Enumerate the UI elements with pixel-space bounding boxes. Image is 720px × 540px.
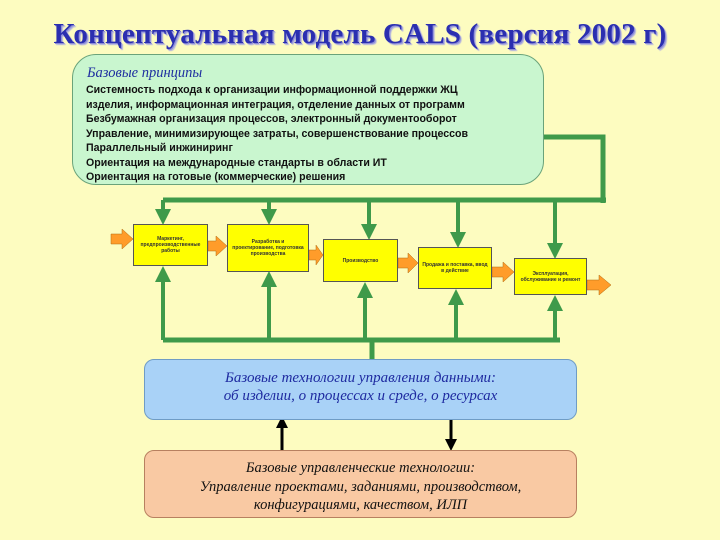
stage-sales: Продажа и поставка, ввод в действие	[418, 247, 492, 289]
principle-item: Ориентация на готовые (коммерческие) реш…	[86, 171, 346, 183]
stage-design: Разработка и проектирование, подготовка …	[227, 224, 309, 272]
principle-item: изделия, информационная интеграция, отде…	[86, 98, 465, 111]
stage-label: Производство	[342, 257, 379, 264]
principle-item: Безбумажная организация процессов, элект…	[86, 113, 457, 125]
principles-list: Системность подхода к организации информ…	[86, 83, 468, 185]
principle-item: Системность подхода к организации информ…	[86, 84, 458, 96]
stage-production: Производство	[323, 239, 398, 282]
principle-item: Ориентация на международные стандарты в …	[86, 156, 387, 169]
stage-marketing: Маркетинг, предпроизводственные работы	[133, 224, 208, 266]
principles-heading: Базовые принципы	[87, 65, 203, 81]
process-arrow-5	[491, 261, 515, 283]
process-arrow-2	[207, 235, 228, 257]
stage-label: Эксплуатация, обслуживание и ремонт	[520, 270, 581, 283]
page-title: Концептуальная модель CALS (версия 2002 …	[53, 18, 667, 50]
principles-box: Базовые принципы Системность подхода к о…	[72, 54, 544, 185]
process-arrow-3	[308, 244, 324, 266]
process-arrow-4	[397, 252, 419, 274]
mgmt-tech-line: конфигурациями, качеством, ИЛП	[253, 497, 468, 513]
principle-item: Управление, минимизирующее затраты, сове…	[86, 127, 469, 140]
principle-item: Параллельный инжиниринг	[86, 142, 233, 154]
process-arrow-1	[110, 228, 134, 250]
stage-label: Разработка и проектирование, подготовка …	[232, 239, 304, 257]
stage-operation: Эксплуатация, обслуживание и ремонт	[514, 258, 587, 295]
mgmt-tech-line: Базовые управленческие технологии:	[245, 460, 476, 476]
stage-label: Продажа и поставка, ввод в действие	[422, 262, 488, 274]
data-tech-line: Базовые технологии управления данными:	[224, 370, 497, 386]
data-tech-line: об изделии, о процессах и среде, о ресур…	[223, 388, 498, 404]
management-tech-box: Базовые управленческие технологии: Управ…	[144, 450, 577, 518]
mgmt-tech-line: Управление проектами, заданиями, произво…	[199, 478, 522, 495]
stage-label: Маркетинг, предпроизводственные работы	[140, 236, 201, 254]
process-arrow-6	[586, 274, 612, 296]
principles-connector	[544, 134, 606, 203]
data-management-box: Базовые технологии управления данными: о…	[144, 359, 577, 420]
